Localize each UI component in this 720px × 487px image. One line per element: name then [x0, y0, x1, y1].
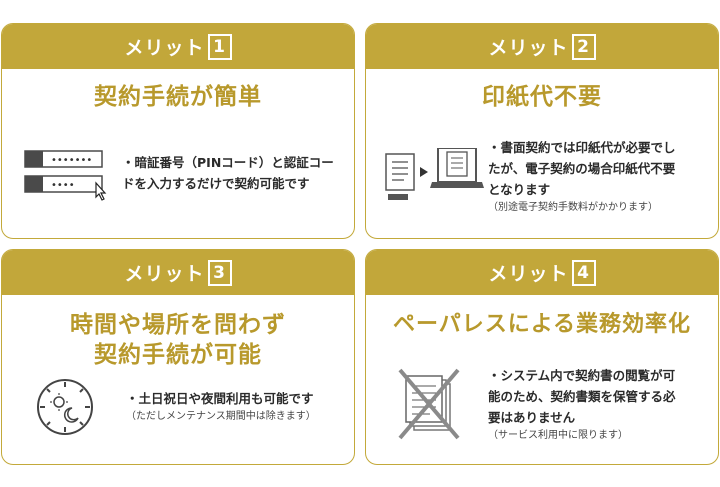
document-to-laptop-icon — [385, 148, 484, 200]
merit-card-3: メリット 3 時間や場所を問わず 契約手続が可能 ・土日祝日や夜間利用も可能です… — [1, 249, 355, 465]
no-paper-documents-icon — [398, 368, 460, 440]
card-header-label: メリット — [488, 263, 569, 285]
pin-field-1: ••••••• — [51, 155, 92, 166]
merit-card-1: メリット 1 契約手続が簡単 ••••••• •••• ・暗証番号（PINコード… — [1, 23, 355, 239]
card-title: 契約手続が簡単 — [94, 84, 262, 110]
merit-card-2: メリット 2 印紙代不要 ・書面契約では印紙代が必要でし たが、電子契約の場合印… — [365, 23, 719, 239]
card-header-label: メリット — [124, 37, 205, 59]
card-number: 1 — [207, 33, 232, 60]
card-description: ・土日祝日や夜間利用も可能です （ただしメンテナンス期間中は除きます） — [126, 388, 316, 425]
merit-card-4: メリット 4 ペーパレスによる業務効率化 ・システム内で契約書の閲覧が可 能のた… — [365, 249, 719, 465]
card-header: メリット 2 — [366, 24, 718, 69]
card-header: メリット 3 — [2, 250, 354, 295]
card-number: 4 — [571, 259, 596, 286]
card-header-label: メリット — [124, 263, 205, 285]
card-note: （別途電子契約手数料がかかります） — [488, 202, 658, 213]
card-number: 2 — [571, 33, 596, 60]
card-title: 時間や場所を問わず 契約手続が可能 — [70, 312, 286, 368]
card-title: 印紙代不要 — [482, 84, 602, 110]
card-header: メリット 4 — [366, 250, 718, 295]
day-night-clock-icon — [37, 379, 93, 435]
pin-field-2: •••• — [51, 180, 75, 191]
card-title: ペーパレスによる業務効率化 — [392, 312, 692, 337]
card-note: （ただしメンテナンス期間中は除きます） — [126, 411, 316, 422]
card-description: ・書面契約では印紙代が必要でし たが、電子契約の場合印紙代不要 となります （別… — [488, 137, 676, 216]
pin-entry-fields-icon: ••••••• •••• — [24, 150, 107, 201]
card-description: ・暗証番号（PINコード）と認証コー ドを入力するだけで契約可能です — [122, 155, 334, 191]
card-number: 3 — [207, 259, 232, 286]
card-header-label: メリット — [488, 37, 569, 59]
card-description: ・システム内で契約書の閲覧が可 能のため、契約書類を保管する必 要はありません … — [488, 365, 676, 444]
card-note: （サービス利用中に限ります） — [488, 430, 628, 441]
card-header: メリット 1 — [2, 24, 354, 69]
